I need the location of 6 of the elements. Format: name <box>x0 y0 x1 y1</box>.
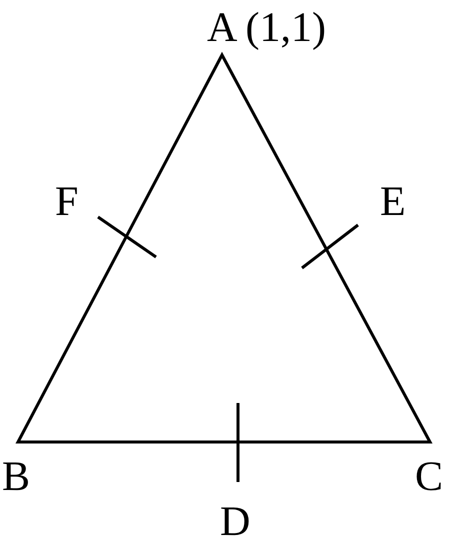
point-label: B <box>2 455 30 499</box>
point-label: F <box>55 180 78 224</box>
point-label: D <box>220 500 250 544</box>
point-label: A (1,1) <box>207 6 326 50</box>
point-label: C <box>415 455 444 499</box>
point-label: E <box>380 180 406 224</box>
